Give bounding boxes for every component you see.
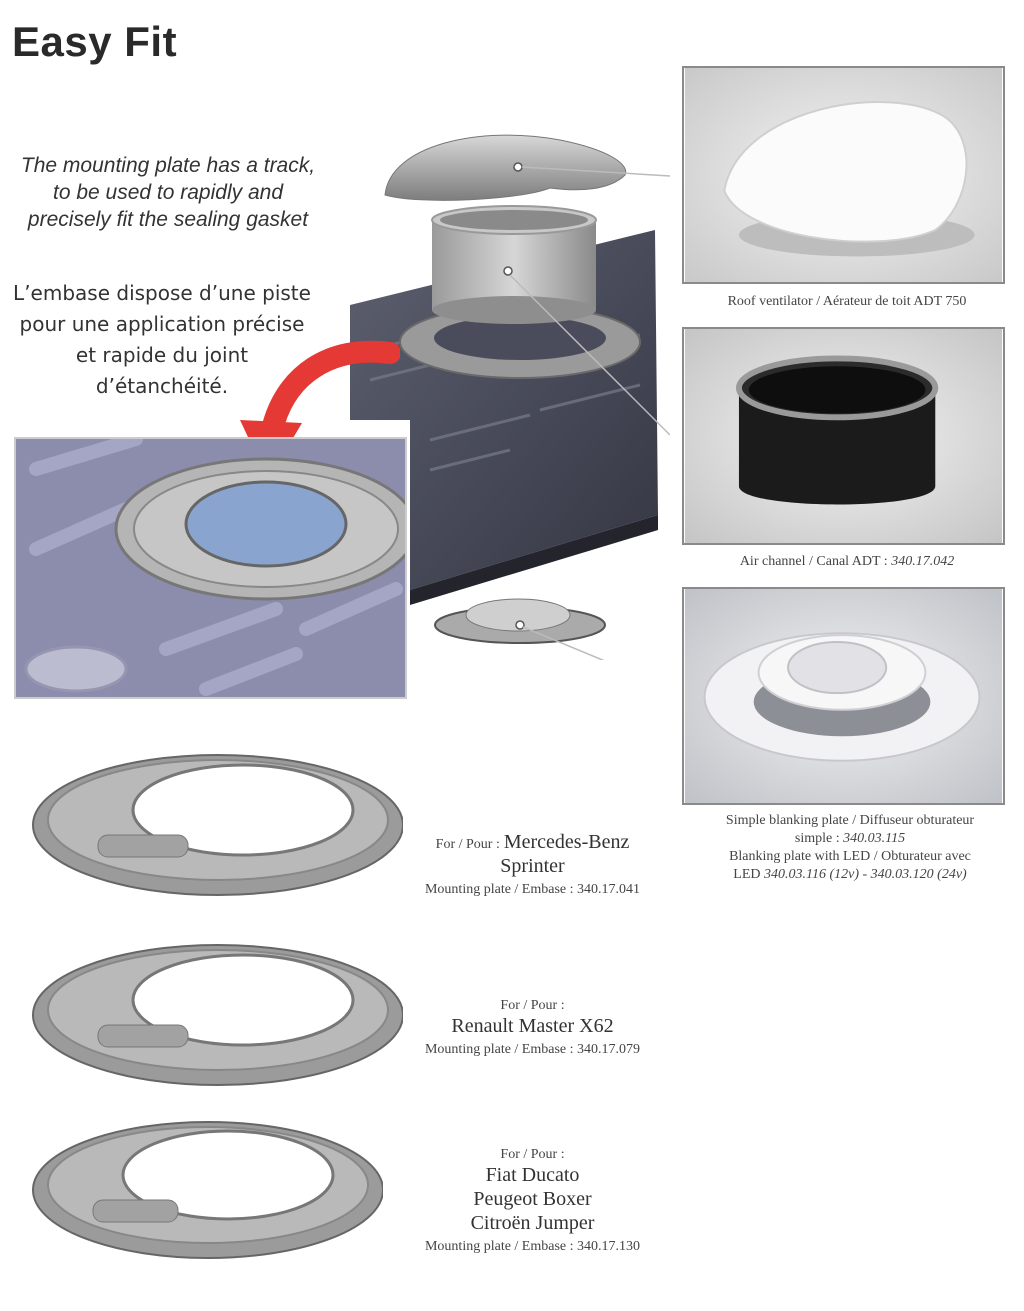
exploded-assembly-illustration: [340, 120, 671, 689]
blanking-plate-caption: Simple blanking plate / Diffuseur obtura…: [725, 813, 975, 882]
plate-info-ducato: For / Pour : Fiat Ducato Peugeot Boxer C…: [424, 1147, 641, 1254]
mounting-plate-illustration-master: [18, 935, 404, 1090]
mounting-plate-illustration-sprinter: [18, 745, 404, 900]
intro-text-fr: L’embase dispose d’une piste pour une ap…: [13, 281, 311, 398]
mounting-plate-illustration-ducato: [18, 1110, 384, 1265]
intro-text-en: The mounting plate has a track, to be us…: [20, 154, 316, 231]
air-channel-photo: [682, 327, 1005, 545]
air-channel-caption: Air channel / Canal ADT : 340.17.042: [739, 554, 955, 569]
blanking-plate-photo: [682, 587, 1005, 805]
plate-info-sprinter: For / Pour : Mercedes-Benz Sprinter Moun…: [424, 831, 641, 897]
page-title: Easy Fit: [12, 18, 178, 65]
roof-closeup-render: [14, 437, 407, 699]
roof-ventilator-caption: Roof ventilator / Aérateur de toit ADT 7…: [727, 294, 967, 309]
plate-info-master: For / Pour : Renault Master X62 Mounting…: [424, 998, 641, 1057]
roof-ventilator-photo: [682, 66, 1005, 284]
